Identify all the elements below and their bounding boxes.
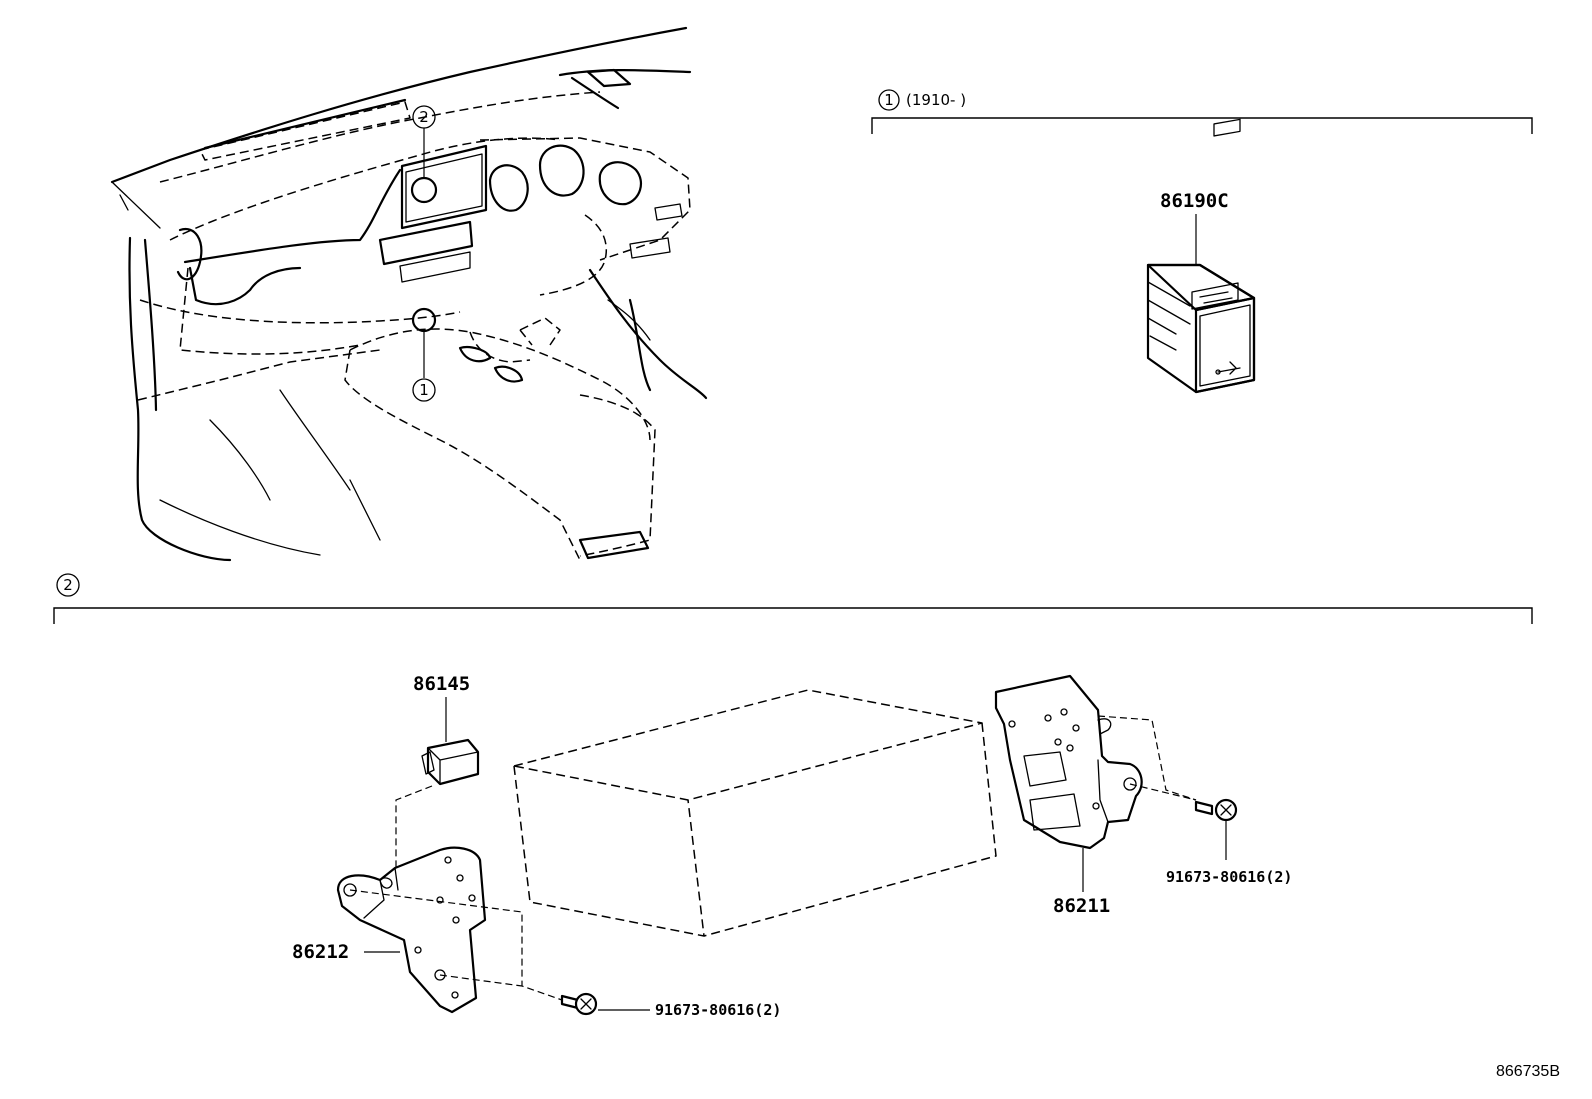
section-1: 1 (1910- ) 86190C: [871, 89, 1533, 394]
callout-2-number: 2: [419, 108, 429, 126]
section-1-marker: 1: [884, 91, 894, 109]
part-label-91673-80616-right: 91673-80616(2): [1166, 868, 1292, 886]
part-label-86145: 86145: [413, 673, 470, 695]
section-2: 2 86145: [53, 573, 1533, 1019]
speaker-part: [421, 738, 480, 786]
usb-port-module: [1146, 118, 1256, 394]
bracket-86212: [336, 846, 487, 1014]
callout-1-number: 1: [419, 381, 429, 399]
section-2-marker: 2: [63, 576, 73, 594]
illustration-ref-number: 866735B: [1496, 1063, 1560, 1080]
screw-icon: [560, 992, 598, 1016]
part-label-91673-80616-left: 91673-80616(2): [655, 1001, 781, 1019]
part-label-86190C: 86190C: [1160, 190, 1229, 212]
display-unit-outline: [513, 689, 997, 937]
usb-icon: [1215, 361, 1241, 375]
screw-icon: [1194, 798, 1238, 822]
dashboard-overview-illustration: 2 1: [110, 26, 708, 562]
part-label-86212: 86212: [292, 941, 349, 963]
bracket-86211: [994, 674, 1143, 850]
section-1-condition: (1910- ): [906, 91, 966, 109]
part-label-86211: 86211: [1053, 895, 1110, 917]
